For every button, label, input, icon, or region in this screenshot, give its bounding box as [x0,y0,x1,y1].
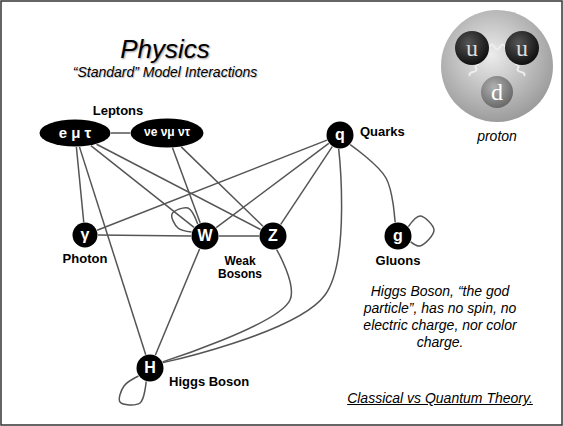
quark-letter: u [516,36,528,60]
group-label: Weak Bosons [212,255,268,281]
illustration-caption: proton [477,128,517,145]
particle-disc [131,119,204,148]
particle-disc [327,122,354,149]
particle-symbol: W [197,227,212,245]
particle-disc [137,355,164,382]
interaction-line [350,145,395,223]
gluon-wave [469,64,479,76]
up-quark [505,31,539,65]
gluon-wave [489,45,506,50]
particle-node: e μ τ [39,119,111,147]
quark-letter: d [491,80,503,104]
particle-symbol: q [335,126,345,144]
particle-disc [73,223,98,248]
particle-node: γPhoton [72,222,98,248]
quark-letter: u [466,36,478,60]
particle-disc [40,120,111,147]
interaction-line [98,234,191,236]
particle-node: gGluons [384,222,412,250]
footer-note: Classical vs Quantum Theory. [347,390,533,407]
particle-disc [385,223,412,250]
interaction-line [172,148,200,223]
particle-name: Gluons [376,253,421,268]
self-interaction-loop [119,376,146,405]
particle-symbol: Z [268,227,278,245]
interaction-line [97,140,327,230]
particle-node: Z [259,222,287,250]
particle-symbol: H [144,359,156,377]
particle-symbol: νe νμ ντ [144,126,190,139]
particle-node: W [191,222,219,250]
gluon-wave [515,64,525,76]
interaction-line [281,147,333,225]
proton-disc [441,10,553,122]
particle-node: HHiggs Boson [136,354,164,382]
particle-name: Photon [63,251,108,266]
interaction-line [163,149,342,363]
particle-symbol: g [393,227,403,245]
interaction-line [79,147,145,355]
down-quark [481,76,513,108]
interaction-line [155,249,199,355]
subtitle: “Standard” Model Interactions [73,64,257,81]
self-interaction-loop [172,208,198,232]
particle-symbol: e μ τ [59,125,92,142]
interaction-line [97,144,261,229]
interaction-line [163,250,292,362]
particle-node: qQuarks [326,121,354,149]
particle-name: Quarks [360,124,405,139]
interaction-line [219,235,259,237]
self-interaction-loop [408,216,434,246]
particle-node: νe νμ ντ [130,118,204,148]
particle-disc [260,223,287,250]
interaction-line [111,132,130,134]
particle-name: Higgs Boson [169,374,249,389]
particle-disc [192,223,219,250]
slide-title: Physics [120,34,210,64]
note-text: Higgs Boson, “the god particle”, has no … [352,283,528,351]
particle-symbol: γ [81,226,90,244]
group-label: Leptons [93,103,144,118]
up-quark [455,31,489,65]
interaction-line [216,143,329,227]
